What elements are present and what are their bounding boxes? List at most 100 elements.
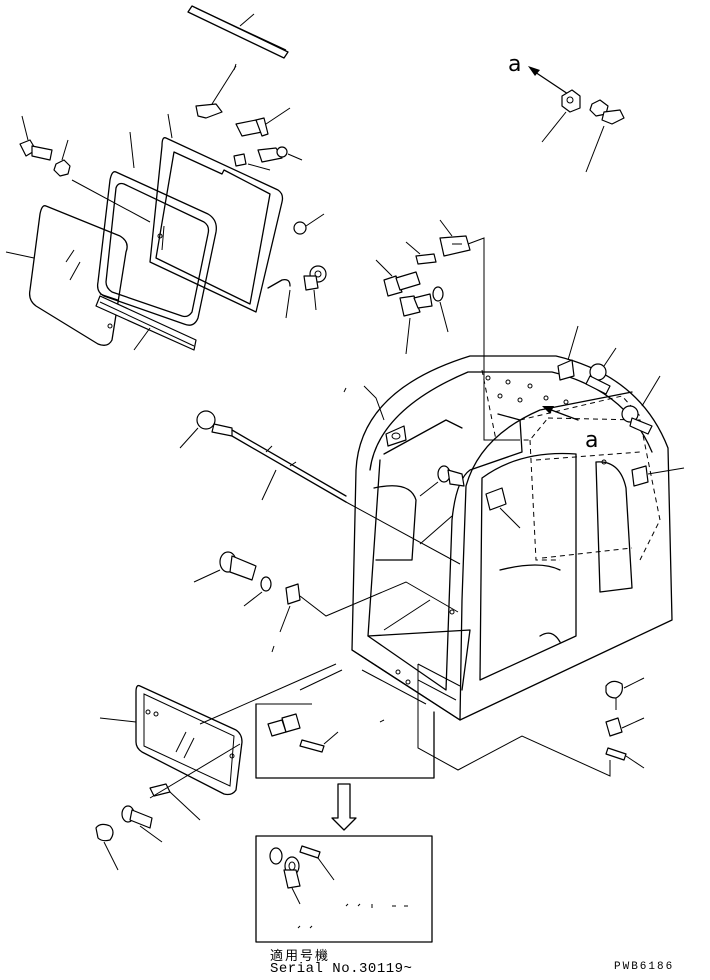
- leader-line: [439, 219, 453, 237]
- bracket-clip-top: [561, 89, 581, 113]
- leader-line: [285, 289, 291, 319]
- leader-line: [299, 581, 459, 617]
- leader-line: [625, 755, 645, 769]
- lock-assembly-cab: [437, 465, 465, 487]
- clip-sash: [233, 153, 247, 167]
- leader-line: [375, 259, 393, 277]
- leader-line: [585, 125, 605, 173]
- leader-line: [243, 591, 263, 607]
- bolt-sash-2: [257, 146, 288, 163]
- leader-line: [103, 841, 119, 871]
- view-reference-label-cab: a: [585, 428, 599, 453]
- leader-line: [167, 113, 173, 139]
- leader-line: [621, 717, 645, 729]
- leader-line: [417, 664, 611, 777]
- rivet-right-lower: [605, 680, 623, 710]
- leader-line: [291, 887, 301, 905]
- bolt-center-1: [383, 271, 421, 297]
- leader-line: [405, 241, 421, 255]
- latch-bracket-cab: [485, 487, 507, 511]
- washer-lower: [260, 576, 272, 592]
- bracket-top-sash: [195, 103, 223, 119]
- callout-ticks: [233, 63, 408, 929]
- clip-detail-upper: [267, 713, 301, 737]
- leader-line: [5, 251, 35, 259]
- serial-applicability-heading: 適用号機: [270, 949, 331, 964]
- leader-line: [317, 857, 335, 881]
- bolt-cab-right-2: [621, 405, 653, 435]
- leader-line: [647, 467, 685, 475]
- glass-panel-front: [135, 684, 243, 796]
- leader-line: [499, 507, 521, 529]
- leader-line: [199, 663, 337, 725]
- gas-spring-rod: [196, 410, 347, 503]
- leader-line: [641, 375, 661, 407]
- leader-line: [149, 743, 241, 799]
- leader-line: [287, 153, 303, 161]
- hinge-pin-sash: [267, 278, 291, 289]
- leader-line: [323, 731, 339, 745]
- leader-line: [239, 13, 255, 27]
- bracket-cab-right-1: [557, 359, 575, 381]
- leader-line: [567, 325, 579, 361]
- top-seal-strip: [187, 5, 289, 59]
- leader-line: [139, 825, 163, 843]
- cap-front-glass: [95, 823, 114, 842]
- leader-line: [345, 501, 461, 565]
- window-seal-frame: [96, 171, 217, 326]
- bolt-center-2: [399, 293, 433, 317]
- leader-line: [419, 481, 439, 497]
- leader-line: [265, 107, 291, 125]
- detail-box-lower: [255, 835, 433, 943]
- bolt-sash-3: [303, 265, 327, 291]
- leader-line: [193, 569, 221, 583]
- drawing-code: PWB6186: [614, 961, 675, 973]
- clip-lower: [285, 583, 301, 605]
- cab-frame-hidden-lines: [481, 369, 661, 561]
- clip-center: [415, 253, 437, 265]
- cab-hinge-plate: [385, 425, 407, 447]
- down-arrow: [331, 783, 357, 831]
- leader-line: [169, 791, 201, 821]
- bracket-plate-center: [439, 235, 471, 257]
- leader-line: [279, 605, 291, 633]
- leader-line: [439, 301, 449, 333]
- leader-line: [61, 139, 69, 161]
- leader-line: [467, 237, 520, 441]
- leader-line: [99, 717, 137, 723]
- strip-detail-lower: [299, 845, 321, 859]
- clip-right-lower: [605, 717, 623, 737]
- bolt-lower-1: [219, 551, 257, 581]
- leader-line: [305, 213, 325, 227]
- leader-line: [179, 427, 199, 449]
- view-arrow-cab-head: [542, 406, 554, 414]
- clip-cab-right: [631, 465, 649, 487]
- bolt-left-1: [19, 139, 53, 161]
- detail-box-upper: [255, 669, 435, 779]
- serial-number-range: Serial No.30119~: [270, 961, 413, 977]
- leader-line: [21, 115, 29, 141]
- leader-line: [71, 179, 151, 223]
- washer-detail-lower: [269, 847, 301, 889]
- bolt-top-right: [589, 99, 625, 125]
- nut-sash: [293, 221, 307, 235]
- washer-center: [432, 286, 444, 302]
- leader-line: [261, 469, 277, 501]
- strip-detail-upper: [299, 739, 325, 753]
- leader-line: [603, 347, 617, 367]
- leader-line: [363, 385, 385, 421]
- bolt-front-glass: [121, 805, 153, 829]
- leader-line: [129, 131, 135, 169]
- leader-line: [541, 111, 567, 143]
- bolt-sash-1: [235, 117, 269, 137]
- leader-line: [405, 317, 411, 355]
- strip-right-lower: [605, 747, 627, 761]
- leader-line: [211, 65, 237, 105]
- leader-line: [247, 163, 271, 171]
- window-rail-bottom: [95, 295, 197, 351]
- cab-frame-holes: [395, 375, 607, 685]
- nut-left-1: [53, 159, 71, 177]
- view-reference-label-top: a: [508, 52, 522, 77]
